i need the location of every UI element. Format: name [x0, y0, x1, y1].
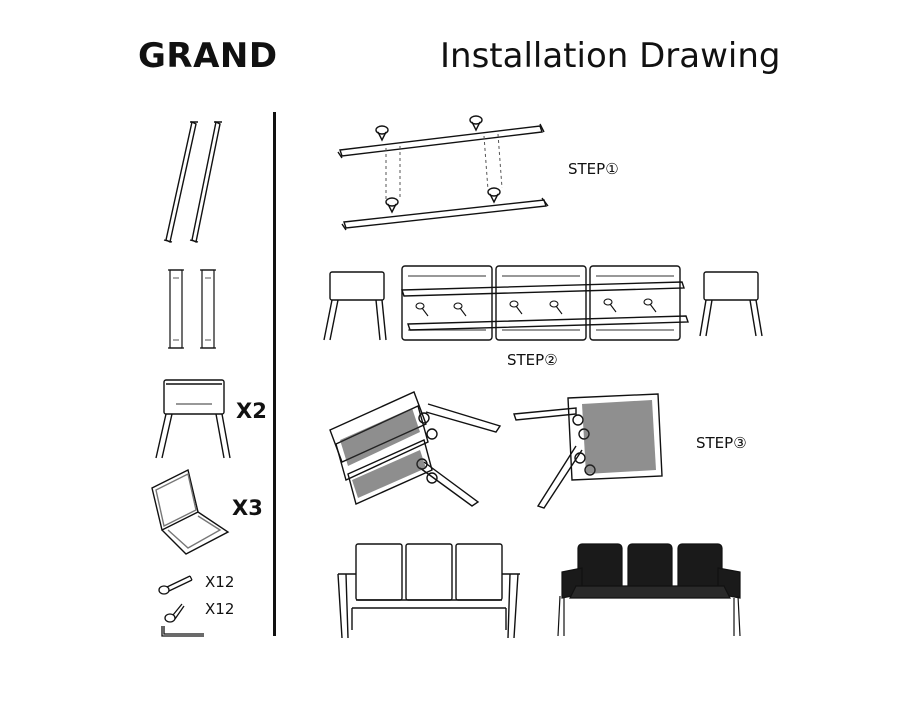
parts-long-screw — [156, 572, 196, 596]
step1-diagram — [334, 116, 550, 236]
step2-left-frame — [320, 270, 390, 342]
step3-label: STEP③ — [696, 434, 747, 452]
parts-short-screw — [160, 600, 190, 624]
parts-seat — [148, 466, 232, 558]
long-screw-quantity: X12 — [205, 573, 235, 591]
seat-quantity: X3 — [232, 496, 263, 520]
parts-short-connectors — [164, 264, 224, 354]
column-divider — [273, 112, 276, 636]
assembled-bench-photo — [554, 540, 744, 640]
step2-label: STEP② — [507, 351, 558, 369]
step2-seat-assembly — [398, 262, 690, 344]
step1-label: STEP① — [568, 160, 619, 178]
parts-long-rails — [160, 118, 230, 246]
step3-right-detail — [510, 390, 672, 510]
short-screw-quantity: X12 — [205, 600, 235, 618]
step3-left-detail — [328, 384, 506, 508]
assembled-bench-outline — [334, 538, 522, 642]
frame-quantity: X2 — [236, 399, 267, 423]
allen-key-icon — [158, 624, 208, 642]
parts-side-frame — [152, 376, 236, 462]
step2-right-frame — [696, 270, 766, 342]
brand-name: GRAND — [138, 36, 278, 76]
document-title: Installation Drawing — [440, 36, 781, 76]
